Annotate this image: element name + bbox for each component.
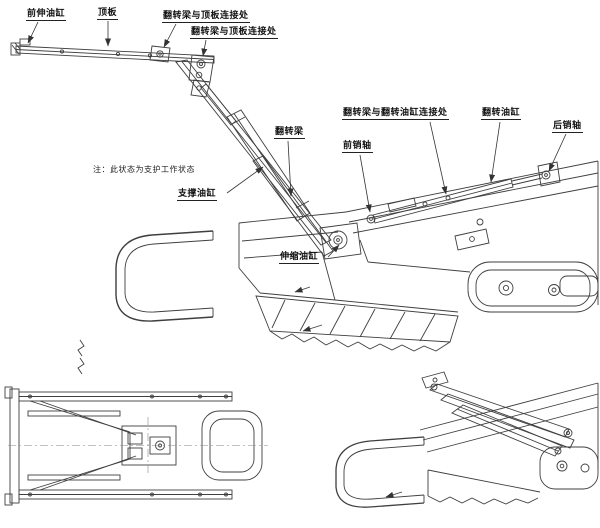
label-flip-cylinder: 翻转油缸 — [481, 108, 522, 120]
plan-view — [4, 386, 268, 506]
label-telescopic-cylinder: 伸缩油缸 — [279, 252, 320, 264]
direction-marks — [77, 286, 323, 375]
label-support-cylinder: 支撑油缸 — [177, 189, 218, 201]
label-flip-beam: 翻转梁 — [274, 127, 305, 139]
label-flip-beam-roof-joint-lower: 翻转梁与顶板连接处 — [190, 27, 278, 39]
cutter-drum — [255, 295, 459, 352]
flip-beam-member — [175, 59, 332, 246]
label-front-extend-cylinder: 前伸油缸 — [26, 9, 67, 21]
label-flip-beam-roof-joint-upper: 翻转梁与顶板连接处 — [162, 11, 250, 23]
rear-track — [467, 261, 599, 313]
leader-lines — [27, 21, 567, 258]
bucket-head — [115, 230, 214, 322]
label-rear-pin-shaft: 后销轴 — [552, 121, 583, 133]
label-note: 注：此状态为支护工作状态 — [93, 165, 195, 174]
label-front-pin-shaft: 前销轴 — [342, 141, 373, 153]
body-front-block — [238, 211, 471, 313]
roof-plate-beam — [10, 38, 215, 64]
label-roof-plate: 顶板 — [97, 8, 119, 20]
flip-cylinder-member — [366, 161, 561, 224]
folded-side-view — [335, 371, 599, 508]
label-flip-beam-cylinder-joint: 翻转梁与翻转油缸连接处 — [342, 108, 449, 120]
telescopic-cylinder-member — [252, 155, 334, 257]
main-side-view — [10, 38, 599, 375]
support-cylinder-member — [200, 83, 311, 222]
